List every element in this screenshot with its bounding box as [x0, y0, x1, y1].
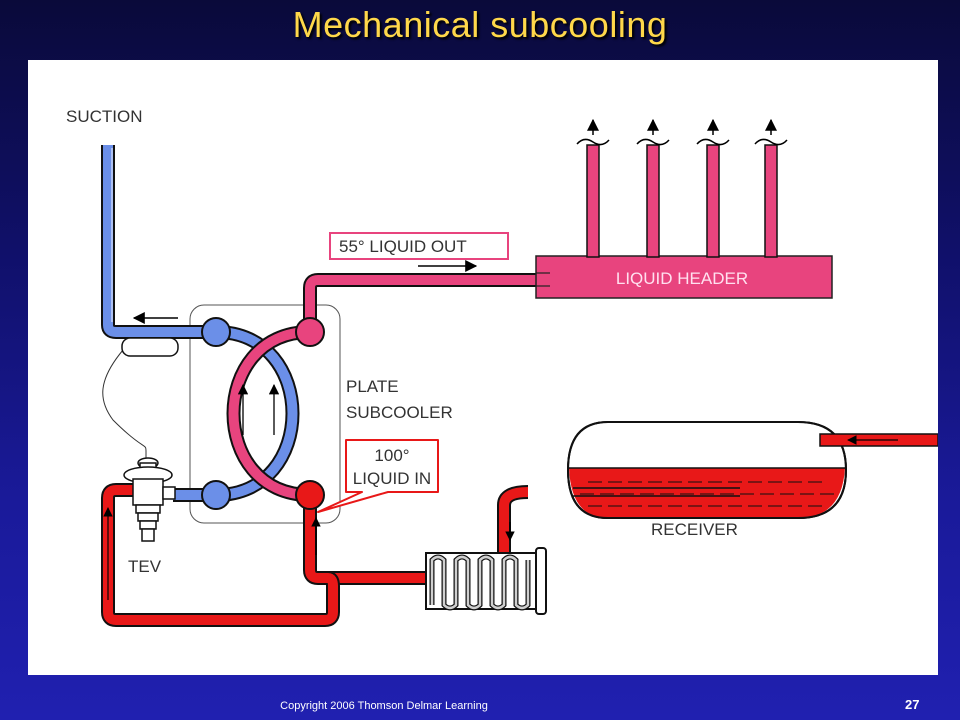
liquid-out-pipe	[305, 275, 536, 332]
liquid-out-callout-box	[329, 232, 509, 260]
branch-riser-1	[576, 118, 610, 258]
suction-label: SUCTION	[66, 107, 143, 126]
subcooling-diagram: LIQUID HEADER	[66, 107, 938, 627]
capillary-tube	[102, 349, 147, 460]
plate-label-line1: PLATE	[346, 377, 399, 396]
page-number: 27	[905, 697, 920, 712]
pink-port-top	[295, 317, 325, 347]
branch-riser-2	[636, 118, 670, 258]
liquid-out-pipe-outline	[303, 273, 536, 332]
slide-title: Mechanical subcooling	[292, 4, 668, 45]
sensing-bulb	[121, 337, 179, 357]
tev-supply-loop	[103, 485, 338, 625]
receiver-drop-pipe	[499, 487, 529, 580]
blue-plate-arc	[215, 327, 298, 500]
receiver-label: RECEIVER	[651, 520, 738, 539]
liquid-in-label-line1: 100°	[374, 446, 409, 465]
blue-port-top	[201, 317, 231, 347]
liquid-header-label: LIQUID HEADER	[616, 269, 748, 288]
liquid-in-label-line2: LIQUID IN	[353, 469, 431, 488]
plate-subcooler-frame	[189, 304, 341, 524]
liquid-header-body	[535, 255, 833, 299]
liquid-in-pipe	[305, 495, 428, 583]
pink-plate-arc	[228, 327, 311, 500]
plate-label-line2: SUBCOOLER	[346, 403, 453, 422]
blue-port-bottom	[201, 480, 231, 510]
liquid-out-label: 55° LIQUID OUT	[339, 237, 467, 256]
tev-label: TEV	[128, 557, 162, 576]
coil-heat-exchanger	[425, 547, 547, 615]
liquid-in-callout-box	[317, 439, 439, 513]
red-port-bottom	[295, 480, 325, 510]
copyright-text: Copyright 2006 Thomson Delmar Learning	[280, 700, 488, 712]
receiver-tank	[566, 421, 848, 519]
tev-valve	[123, 457, 176, 542]
branch-riser-3	[696, 118, 730, 258]
branch-riser-4	[754, 118, 788, 258]
diagram-panel: LIQUID HEADER	[28, 60, 938, 675]
suction-line	[101, 145, 216, 339]
